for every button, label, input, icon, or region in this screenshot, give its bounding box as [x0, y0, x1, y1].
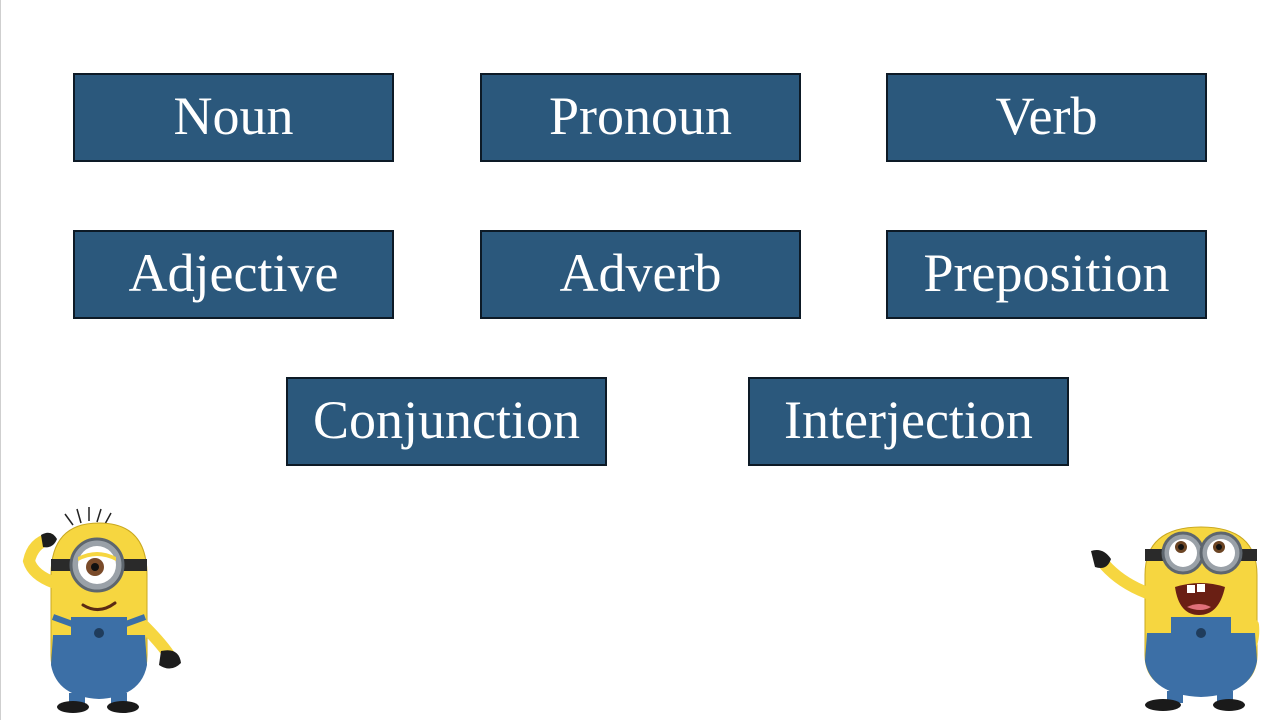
- tile-interjection[interactable]: Interjection: [748, 377, 1069, 466]
- tile-conjunction[interactable]: Conjunction: [286, 377, 607, 466]
- minion-one-eyed-icon: [11, 505, 191, 715]
- tile-pronoun[interactable]: Pronoun: [480, 73, 801, 162]
- tile-noun[interactable]: Noun: [73, 73, 394, 162]
- tile-preposition[interactable]: Preposition: [886, 230, 1207, 319]
- tile-verb[interactable]: Verb: [886, 73, 1207, 162]
- tile-adjective[interactable]: Adjective: [73, 230, 394, 319]
- minion-two-eyed-icon: [1083, 515, 1273, 715]
- tile-adverb[interactable]: Adverb: [480, 230, 801, 319]
